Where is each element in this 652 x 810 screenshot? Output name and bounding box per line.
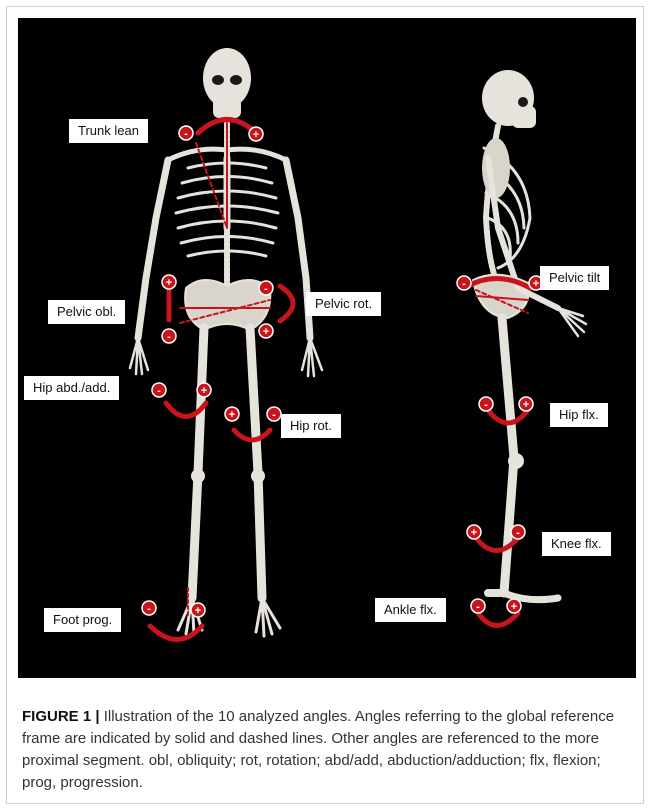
svg-text:-: - — [157, 385, 161, 397]
figure-number: FIGURE 1 | — [22, 708, 100, 725]
svg-text:+: + — [471, 527, 477, 539]
label-foot-prog: Foot prog. — [44, 608, 121, 632]
svg-text:-: - — [147, 603, 151, 615]
svg-text:-: - — [462, 278, 466, 290]
svg-text:+: + — [166, 277, 172, 289]
skeleton-figure: - + + - - + - + + - - + - + - + + — [18, 18, 636, 678]
ankle-flx-arc — [478, 613, 518, 626]
svg-text:+: + — [253, 129, 259, 141]
svg-text:-: - — [167, 331, 171, 343]
label-trunk-lean: Trunk lean — [69, 119, 148, 143]
figure-caption: FIGURE 1 | Illustration of the 10 analyz… — [22, 706, 632, 794]
caption-text: Illustration of the 10 analyzed angles. … — [22, 708, 614, 791]
svg-text:+: + — [195, 605, 201, 617]
label-hip-flx: Hip flx. — [550, 403, 608, 427]
label-pelvic-obl: Pelvic obl. — [48, 300, 125, 324]
skeleton-illustration: - + + - - + - + + - - + - + - + + — [18, 18, 636, 678]
svg-text:+: + — [523, 399, 529, 411]
svg-text:-: - — [272, 409, 276, 421]
svg-text:+: + — [263, 326, 269, 338]
svg-text:+: + — [533, 278, 539, 290]
label-hip-abd-add: Hip abd./add. — [24, 376, 119, 400]
pelvic-rot-arc — [280, 286, 293, 321]
side-skeleton — [473, 70, 586, 600]
svg-text:-: - — [516, 527, 520, 539]
angle-indicators — [150, 120, 530, 640]
svg-text:+: + — [229, 409, 235, 421]
svg-text:-: - — [484, 399, 488, 411]
label-hip-rot: Hip rot. — [281, 414, 341, 438]
svg-text:-: - — [264, 283, 268, 295]
svg-text:+: + — [201, 385, 207, 397]
svg-text:+: + — [511, 601, 517, 613]
svg-text:-: - — [476, 601, 480, 613]
label-knee-flx: Knee flx. — [542, 532, 611, 556]
label-ankle-flx: Ankle flx. — [375, 598, 446, 622]
figure-frame: - + + - - + - + + - - + - + - + + — [6, 6, 644, 804]
svg-text:-: - — [184, 128, 188, 140]
label-pelvic-rot: Pelvic rot. — [306, 292, 381, 316]
label-pelvic-tilt: Pelvic tilt — [540, 266, 609, 290]
